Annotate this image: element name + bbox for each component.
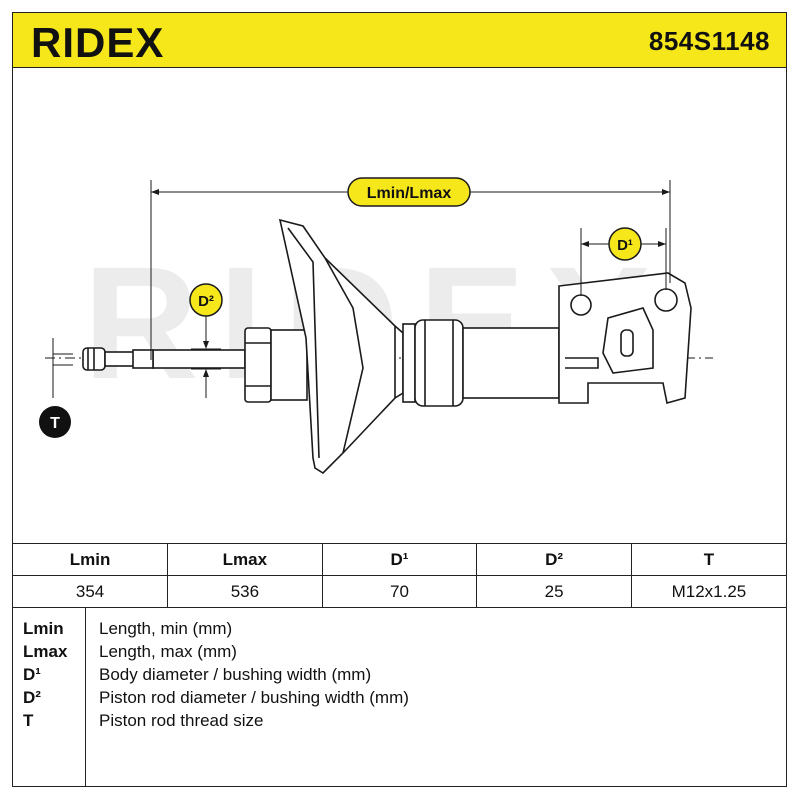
legend-key: T xyxy=(23,711,34,730)
legend-item: Lmax Length, max (mm) xyxy=(13,642,786,665)
spec-header-d2: D² xyxy=(476,543,632,576)
part-number: 854S1148 xyxy=(648,26,770,56)
spec-table-value-row: 354 536 70 25 M12x1.25 xyxy=(13,575,786,608)
spec-value-lmax: 536 xyxy=(167,575,323,608)
ridex-logo: RIDEX xyxy=(31,19,164,63)
bracket-bolt-hole-lower xyxy=(654,288,678,312)
spec-header-t: T xyxy=(630,543,786,576)
top-mount xyxy=(244,327,272,403)
logo-text: RIDEX xyxy=(31,19,164,63)
legend: Lmin Length, min (mm) Lmax Length, max (… xyxy=(13,607,786,787)
legend-key: D¹ xyxy=(23,665,41,684)
spec-value-d2: 25 xyxy=(476,575,632,608)
spec-header-lmax: Lmax xyxy=(167,543,323,576)
spec-value-t: M12x1.25 xyxy=(630,575,786,608)
spec-table: Lmin Lmax D¹ D² T 354 536 70 25 M12x1.25 xyxy=(13,543,786,608)
body-diameter-label: D¹ xyxy=(617,237,633,254)
thread-label: T xyxy=(50,415,60,432)
spec-value-d1: 70 xyxy=(321,575,478,608)
legend-key: Lmin xyxy=(23,619,64,638)
legend-desc: Piston rod thread size xyxy=(99,711,264,730)
spec-header-d1: D¹ xyxy=(321,543,478,576)
spec-value-lmin: 354 xyxy=(13,575,169,608)
legend-item: D¹ Body diameter / bushing width (mm) xyxy=(13,665,786,688)
legend-item: T Piston rod thread size xyxy=(13,711,786,734)
rod-diameter-label: D² xyxy=(198,293,214,310)
legend-item: D² Piston rod diameter / bushing width (… xyxy=(13,688,786,711)
body-diameter-badge: D¹ xyxy=(608,227,642,261)
legend-desc: Body diameter / bushing width (mm) xyxy=(99,665,372,684)
spec-header-lmin: Lmin xyxy=(13,543,169,576)
legend-desc: Length, min (mm) xyxy=(99,619,233,638)
rod-diameter-badge: D² xyxy=(189,283,223,317)
body-collar xyxy=(414,319,464,407)
dust-cover xyxy=(270,329,308,401)
product-sheet: RIDEX 854S1148 RIDEX xyxy=(12,12,787,787)
shock-absorber-diagram: RIDEX xyxy=(39,177,713,475)
length-badge: Lmin/Lmax xyxy=(347,177,471,207)
length-label: Lmin/Lmax xyxy=(367,185,452,202)
legend-desc: Length, max (mm) xyxy=(99,642,237,661)
shock-body xyxy=(462,327,560,399)
spec-table-header-row: Lmin Lmax D¹ D² T xyxy=(13,543,786,576)
legend-key: Lmax xyxy=(23,642,68,661)
thread-badge: T xyxy=(39,406,71,438)
piston-rod xyxy=(152,349,246,369)
legend-divider xyxy=(85,607,86,787)
legend-item: Lmin Length, min (mm) xyxy=(13,619,786,642)
legend-desc: Piston rod diameter / bushing width (mm) xyxy=(99,688,409,707)
legend-key: D² xyxy=(23,688,41,707)
header-bar: RIDEX 854S1148 xyxy=(13,13,786,68)
bracket-bolt-hole-upper xyxy=(570,294,592,316)
